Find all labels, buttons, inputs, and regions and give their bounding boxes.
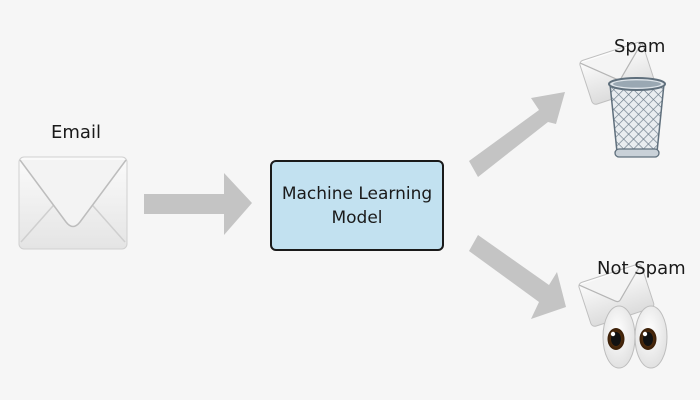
wastebasket-icon xyxy=(608,77,666,158)
arrow-to-model xyxy=(144,173,252,235)
envelope-icon xyxy=(18,156,128,250)
arrow-to-spam xyxy=(469,92,565,177)
not-spam-envelope-icon xyxy=(578,263,655,327)
model-label: Machine Learning Model xyxy=(281,183,433,228)
spam-label: Spam xyxy=(614,36,666,57)
email-label: Email xyxy=(51,122,101,143)
not-spam-label: Not Spam xyxy=(597,258,686,279)
arrow-to-not-spam xyxy=(469,235,566,319)
model-box: Machine Learning Model xyxy=(270,160,444,251)
eyes-icon xyxy=(602,305,668,369)
